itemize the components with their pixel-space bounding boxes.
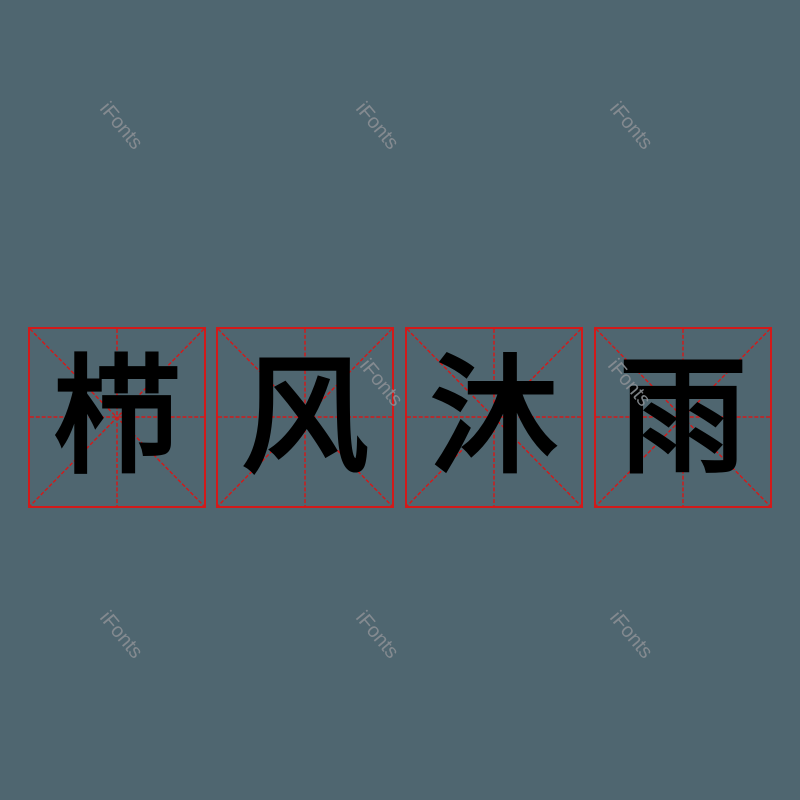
grid-lines-icon: [30, 329, 204, 506]
character-box-2: 风: [216, 327, 394, 508]
character-glyph: 栉: [52, 342, 181, 492]
character-box-4: 雨: [594, 327, 772, 508]
character-box-3: 沐: [405, 327, 583, 508]
character-glyph: 雨: [618, 342, 747, 492]
watermark: iFonts: [351, 98, 404, 154]
watermark: iFonts: [605, 98, 658, 154]
watermark: iFonts: [95, 98, 148, 154]
watermark: iFonts: [605, 607, 658, 663]
grid-lines-icon: [218, 329, 392, 506]
grid-lines-icon: [407, 329, 581, 506]
grid-lines-icon: [596, 329, 770, 506]
character-glyph: 沐: [429, 342, 558, 492]
watermark: iFonts: [351, 607, 404, 663]
character-glyph: 风: [240, 342, 369, 492]
watermark: iFonts: [95, 607, 148, 663]
character-box-1: 栉: [28, 327, 206, 508]
